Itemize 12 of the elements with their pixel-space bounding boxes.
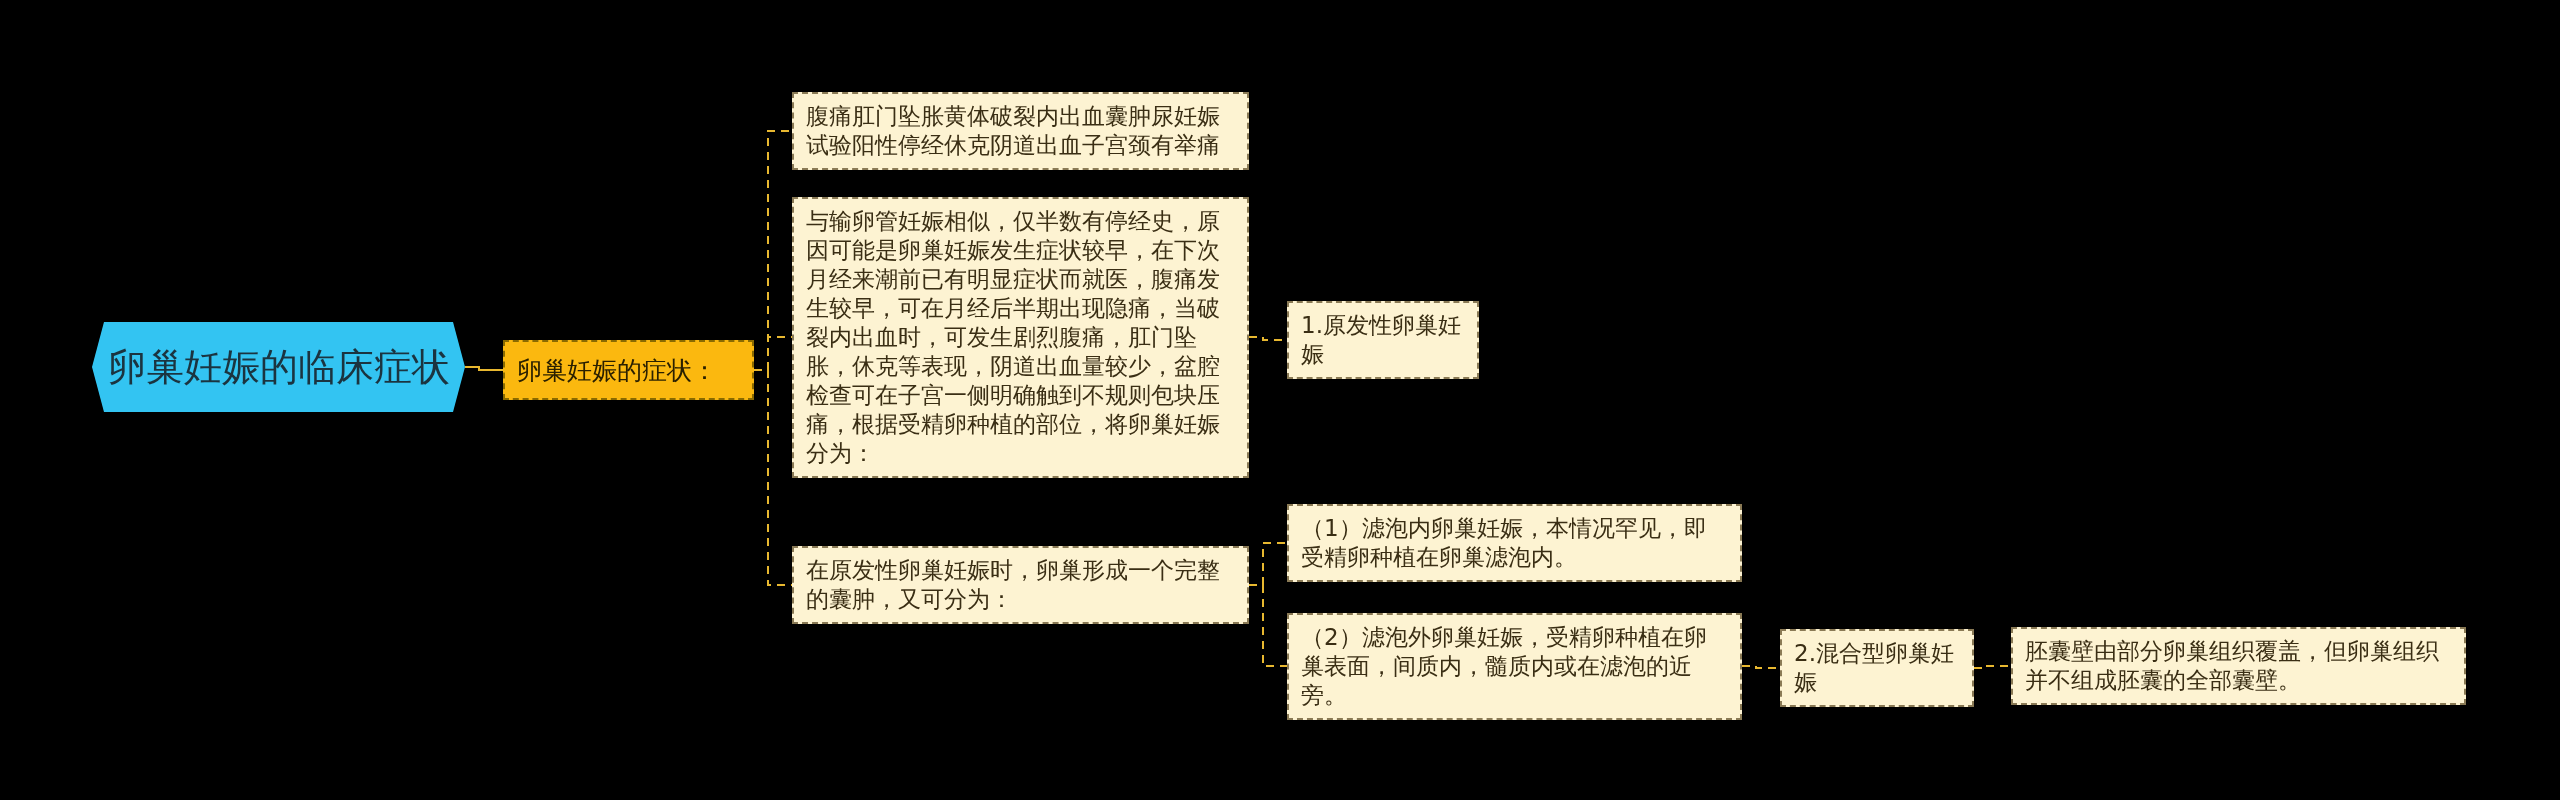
text-box: （2）滤泡外卵巢妊娠，受精卵种植在卵巢表面，间质内，髓质内或在滤泡的近旁。 — [1287, 612, 1742, 720]
connector-line — [1248, 584, 1288, 667]
text-box: 在原发性卵巢妊娠时，卵巢形成一个完整的囊肿，又可分为： — [792, 546, 1249, 624]
text-box: 2.混合型卵巢妊娠 — [1780, 629, 1974, 707]
text-box: （1）滤泡内卵巢妊娠，本情况罕见，即受精卵种植在卵巢滤泡内。 — [1287, 504, 1742, 582]
topic-hexagon: 卵巢妊娠的临床症状 — [92, 322, 465, 412]
text-box: 与输卵管妊娠相似，仅半数有停经史，原因可能是卵巢妊娠发生症状较早，在下次月经来潮前已有明显症状而就医，腹痛发生较早，可在月经后半期出现隐痛，当破裂内出血时，可发生剧烈腹痛，肛门坠胀，休克等表现，阴道出血量较少，盆腔检查可在子宫一侧明确触到不规则包块压痛，根据受精卵种植的部位，将卵巢妊娠分为： — [792, 196, 1249, 478]
text-box: 胚囊壁由部分卵巢组织覆盖，但卵巢组织并不组成胚囊的全部囊壁。 — [2011, 627, 2466, 705]
connector-line — [464, 366, 504, 371]
subtopic-box: 卵巢妊娠的症状： — [503, 340, 754, 400]
text-box: 1.原发性卵巢妊娠 — [1287, 301, 1479, 379]
text-box: 腹痛肛门坠胀黄体破裂内出血囊肿尿妊娠试验阳性停经休克阴道出血子宫颈有举痛 — [792, 92, 1249, 170]
